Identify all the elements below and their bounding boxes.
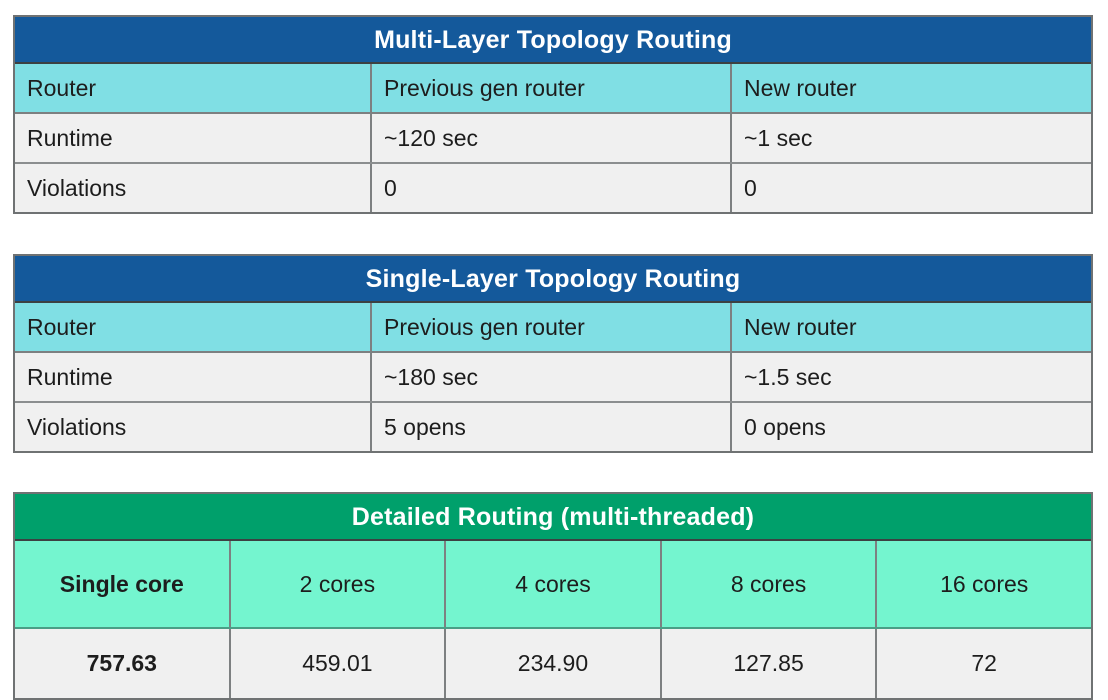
header-cell-previous-gen: Previous gen router xyxy=(372,64,732,112)
table-header-row: Single core 2 cores 4 cores 8 cores 16 c… xyxy=(15,541,1091,629)
table-row: Violations 0 0 xyxy=(15,162,1091,212)
header-cell-router: Router xyxy=(15,64,372,112)
header-cell-new-router: New router xyxy=(732,64,1091,112)
header-cell-new-router: New router xyxy=(732,303,1091,351)
cell-runtime-8-cores: 127.85 xyxy=(661,629,878,698)
table-title: Multi-Layer Topology Routing xyxy=(15,17,1091,64)
header-cell-8-cores: 8 cores xyxy=(661,541,878,627)
cell-runtime-4-cores: 234.90 xyxy=(446,629,662,698)
table-multi-layer-topology-routing: Multi-Layer Topology Routing Router Prev… xyxy=(13,15,1093,214)
table-title: Single-Layer Topology Routing xyxy=(15,256,1091,303)
cell-previous-gen: 0 xyxy=(372,164,732,212)
cell-new-router: 0 opens xyxy=(732,403,1091,451)
cell-new-router: ~1 sec xyxy=(732,114,1091,162)
table-title: Detailed Routing (multi-threaded) xyxy=(15,494,1091,541)
header-cell-16-cores: 16 cores xyxy=(877,541,1091,627)
cell-metric-label: Runtime xyxy=(15,114,372,162)
header-cell-router: Router xyxy=(15,303,372,351)
cell-runtime-single-core: 757.63 xyxy=(15,629,231,698)
cell-runtime-2-cores: 459.01 xyxy=(230,629,447,698)
table-row: Runtime ~120 sec ~1 sec xyxy=(15,114,1091,162)
cell-previous-gen: ~180 sec xyxy=(372,353,732,401)
cell-new-router: ~1.5 sec xyxy=(732,353,1091,401)
header-cell-single-core: Single core xyxy=(15,541,231,627)
cell-previous-gen: ~120 sec xyxy=(372,114,732,162)
cell-metric-label: Runtime xyxy=(15,353,372,401)
cell-new-router: 0 xyxy=(732,164,1091,212)
table-header-row: Router Previous gen router New router xyxy=(15,64,1091,114)
header-cell-2-cores: 2 cores xyxy=(230,541,447,627)
table-single-layer-topology-routing: Single-Layer Topology Routing Router Pre… xyxy=(13,254,1093,453)
table-row: Violations 5 opens 0 opens xyxy=(15,401,1091,451)
cell-metric-label: Violations xyxy=(15,164,372,212)
table-detailed-routing-multi-threaded: Detailed Routing (multi-threaded) Single… xyxy=(13,492,1093,700)
header-cell-4-cores: 4 cores xyxy=(446,541,662,627)
table-row: Runtime ~180 sec ~1.5 sec xyxy=(15,353,1091,401)
table-header-row: Router Previous gen router New router xyxy=(15,303,1091,353)
header-cell-previous-gen: Previous gen router xyxy=(372,303,732,351)
cell-metric-label: Violations xyxy=(15,403,372,451)
cell-previous-gen: 5 opens xyxy=(372,403,732,451)
table-row: 757.63 459.01 234.90 127.85 72 xyxy=(15,629,1091,698)
cell-runtime-16-cores: 72 xyxy=(877,629,1091,698)
